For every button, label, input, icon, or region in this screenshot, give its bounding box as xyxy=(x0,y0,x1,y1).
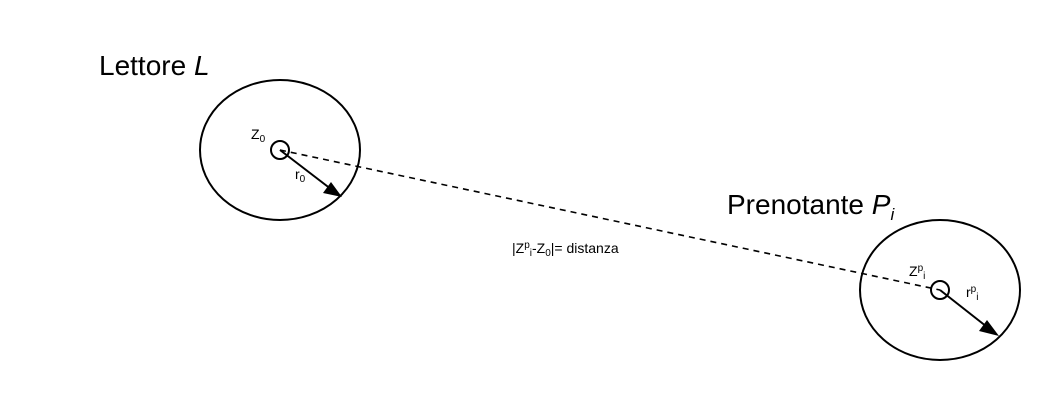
reader-range-ellipse xyxy=(199,79,361,221)
distance-label: |Zpi-Z0|= distanza xyxy=(512,240,619,259)
reader-radius-label: r0 xyxy=(295,166,306,185)
distance-dashed-line xyxy=(279,149,941,291)
reader-radius-arrowhead xyxy=(323,182,342,197)
booker-range-ellipse xyxy=(859,219,1021,361)
reader-title-symbol: L xyxy=(193,50,210,81)
booker-center-label: Zpi xyxy=(909,263,926,282)
reader-center-marker xyxy=(270,140,290,160)
booker-radius-arrowhead xyxy=(979,320,999,336)
booker-radius-label: rpi xyxy=(966,284,979,303)
reader-center-label: Z0 xyxy=(251,126,266,145)
reader-title: Lettore L xyxy=(99,50,210,82)
reader-title-text: Lettore xyxy=(99,50,187,81)
booker-title-sub: i xyxy=(890,205,895,224)
booker-center-marker xyxy=(930,280,950,300)
booker-title-text: Prenotante xyxy=(727,189,864,220)
booker-title: Prenotante Pi xyxy=(727,189,894,225)
booker-title-symbol: P xyxy=(871,189,891,220)
